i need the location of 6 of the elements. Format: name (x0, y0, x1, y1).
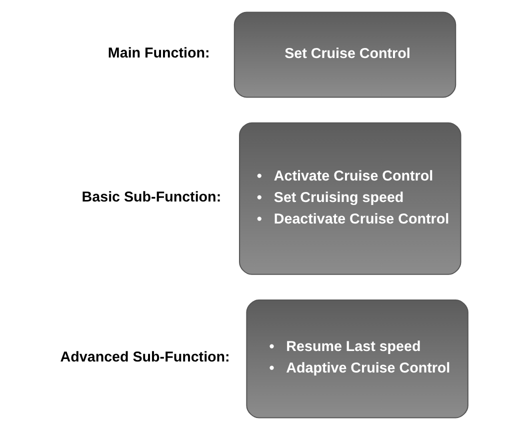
node-box: • Activate Cruise Control • Set Cruising speed • Deactivate Cruise Control (238, 122, 461, 275)
node-box: Set Cruise Control (233, 12, 456, 98)
node-label: Basic Sub-Function: (81, 189, 221, 206)
node-label: Main Function: (107, 45, 210, 62)
node-label: Advanced Sub-Function: (60, 350, 230, 366)
node-box: • Resume Last speed • Adaptive Cruise Control (246, 300, 468, 418)
